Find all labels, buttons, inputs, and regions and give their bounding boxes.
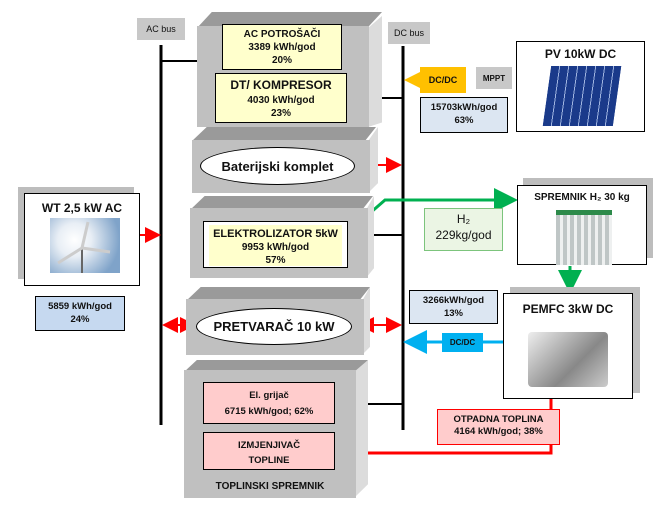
wind-energy: 5859 kWh/god: [48, 301, 112, 312]
wind-turbine-box: WT 2,5 kW AC: [24, 193, 140, 286]
heat-exchanger-box: IZMJENJIVAČ TOPLINE: [203, 432, 335, 470]
h2-tank-title: SPREMNIK H₂ 30 kg: [534, 192, 630, 203]
electric-heater-box: El. grijač 6715 kWh/god; 62%: [203, 382, 335, 424]
wind-title: WT 2,5 kW AC: [41, 201, 123, 215]
ac-loads-title: AC POTROŠAČI: [243, 29, 321, 40]
electrolyzer-energy: 9953 kWh/god: [241, 242, 310, 254]
pv-energy-box: 15703kWh/god 63%: [420, 97, 508, 133]
fuel-cell-share: 13%: [443, 307, 463, 319]
heater-title: El. grijač: [249, 390, 289, 401]
h2-tank-box: SPREMNIK H₂ 30 kg: [517, 185, 647, 265]
pv-title: PV 10kW DC: [544, 47, 617, 61]
wind-energy-box: 5859 kWh/god 24%: [35, 296, 125, 331]
pv-panel-image: [542, 66, 622, 126]
hydrogen-amount: 229kg/god: [435, 227, 492, 242]
ac-loads-energy: 3389 kWh/god: [248, 42, 316, 53]
waste-heat-box: OTPADNA TOPLINA 4164 kWh/god; 38%: [437, 409, 560, 445]
fuel-cell-title: PEMFC 3kW DC: [522, 302, 614, 316]
waste-heat-title: OTPADNA TOPLINA: [453, 414, 544, 425]
pv-box: PV 10kW DC: [516, 41, 645, 132]
electrolyzer-title: ELEKTROLIZATOR 5kW: [213, 228, 338, 240]
electrolyzer-share: 57%: [265, 255, 286, 267]
electrolyzer-box: ELEKTROLIZATOR 5kW 9953 kWh/god 57%: [203, 221, 348, 268]
wind-turbine-image: [50, 218, 120, 273]
compressor-share: 23%: [270, 107, 291, 119]
fuel-cell-image: [528, 332, 608, 387]
pv-share: 63%: [454, 114, 474, 126]
heat-storage-title: TOPLINSKI SPREMNIK: [215, 481, 325, 492]
compressor-box: DT/ KOMPRESOR 4030 kWh/god 23%: [215, 73, 347, 123]
inverter: PRETVARAČ 10 kW: [196, 308, 352, 345]
ac-loads-box: AC POTROŠAČI 3389 kWh/god 20%: [222, 24, 342, 70]
fuel-cell-dcdc-converter: DC/DC: [442, 333, 483, 352]
heater-value: 6715 kWh/god; 62%: [224, 406, 314, 418]
battery-pack: Baterijski komplet: [200, 147, 355, 185]
compressor-energy: 4030 kWh/god: [247, 94, 315, 106]
waste-heat-value: 4164 kWh/god; 38%: [454, 426, 543, 438]
mppt-label: MPPT: [476, 67, 512, 89]
wind-share: 24%: [70, 313, 90, 325]
wind-turbine-icon: [57, 221, 111, 273]
pv-energy: 15703kWh/god: [430, 102, 498, 113]
exchanger-line1: IZMJENJIVAČ: [237, 440, 301, 451]
ac-bus-label: AC bus: [137, 18, 185, 40]
h2-cylinders-image: [556, 210, 612, 265]
fuel-cell-energy-box: 3266kWh/god 13%: [409, 290, 498, 324]
hydrogen-production-box: H₂ 229kg/god: [424, 208, 503, 251]
compressor-title: DT/ KOMPRESOR: [230, 78, 332, 92]
dc-bus-label: DC bus: [388, 22, 430, 44]
fuel-cell-box: PEMFC 3kW DC: [503, 293, 633, 399]
hydrogen-label: H₂: [456, 212, 471, 226]
exchanger-line2: TOPLINE: [248, 455, 290, 467]
pv-dcdc-converter: DC/DC: [420, 67, 466, 93]
fuel-cell-energy: 3266kWh/god: [422, 295, 485, 306]
ac-loads-share: 20%: [271, 55, 292, 66]
